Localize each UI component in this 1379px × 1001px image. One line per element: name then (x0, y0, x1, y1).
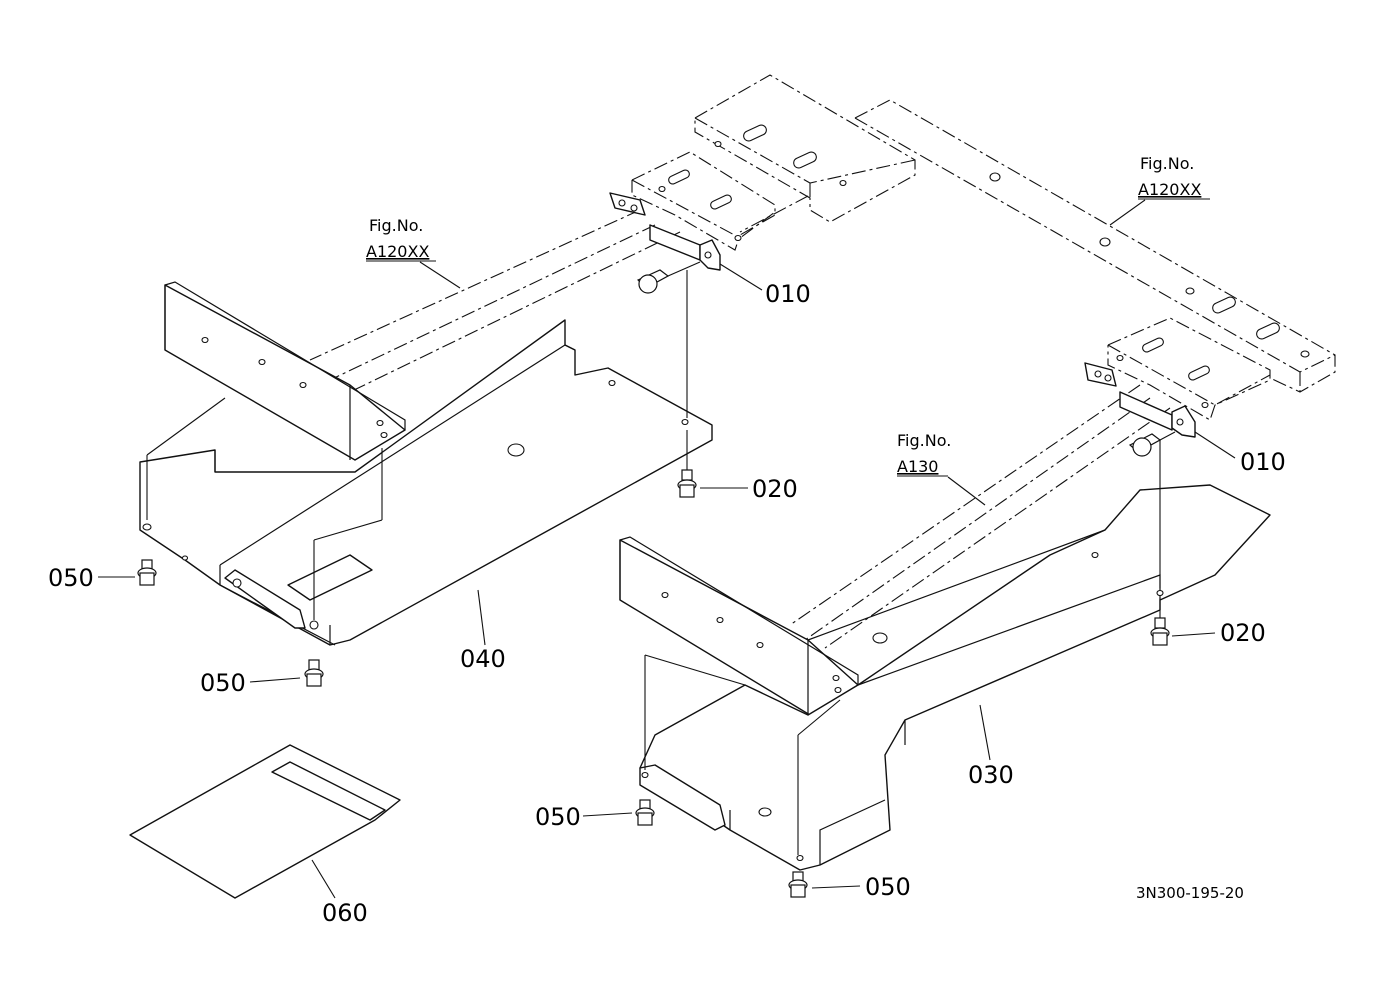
leader-lines (98, 199, 1236, 899)
bolt-020-right (1150, 617, 1170, 646)
flange-bolt-right (1128, 431, 1176, 457)
callout-040[interactable]: 040 (460, 645, 506, 673)
bracket-left-plate (164, 281, 406, 461)
frame-rail-right (854, 99, 1336, 393)
flange-bolt-left (636, 261, 701, 294)
fig-label-center: Fig.No. (897, 431, 951, 450)
bolt-050-center-left (304, 659, 324, 687)
bolt-050-bottom (788, 871, 808, 898)
clip-010-right (1084, 362, 1196, 438)
bolt-020-left (677, 469, 697, 498)
callout-020-left[interactable]: 020 (752, 475, 798, 503)
callout-050-center[interactable]: 050 (535, 803, 581, 831)
callout-050-center-left[interactable]: 050 (200, 669, 246, 697)
cover-plate-040 (139, 270, 713, 646)
clip-010-left (609, 192, 721, 271)
bolt-050-left (137, 559, 157, 586)
frame-rail-top (694, 74, 916, 223)
drawing-number: 3N300-195-20 (1136, 884, 1244, 902)
callout-050-bottom[interactable]: 050 (865, 873, 911, 901)
fig-ref-left[interactable]: A120XX (366, 242, 429, 261)
callout-030[interactable]: 030 (968, 761, 1014, 789)
fig-label-left: Fig.No. (369, 216, 423, 235)
callout-050-left[interactable]: 050 (48, 564, 94, 592)
bolt-050-center (635, 799, 655, 826)
callout-060[interactable]: 060 (322, 899, 368, 927)
bracket-left-upper (309, 151, 809, 393)
fig-label-right: Fig.No. (1140, 154, 1194, 173)
fig-ref-right[interactable]: A120XX (1138, 180, 1201, 199)
callout-020-right[interactable]: 020 (1220, 619, 1266, 647)
callout-010-right[interactable]: 010 (1240, 448, 1286, 476)
bracket-right (789, 317, 1271, 649)
fig-ref-center[interactable]: A130 (897, 457, 938, 476)
cover-plate-030 (639, 440, 1271, 871)
bracket-center-plate (619, 536, 859, 716)
callout-010-left[interactable]: 010 (765, 280, 811, 308)
sheet-060 (129, 744, 401, 899)
